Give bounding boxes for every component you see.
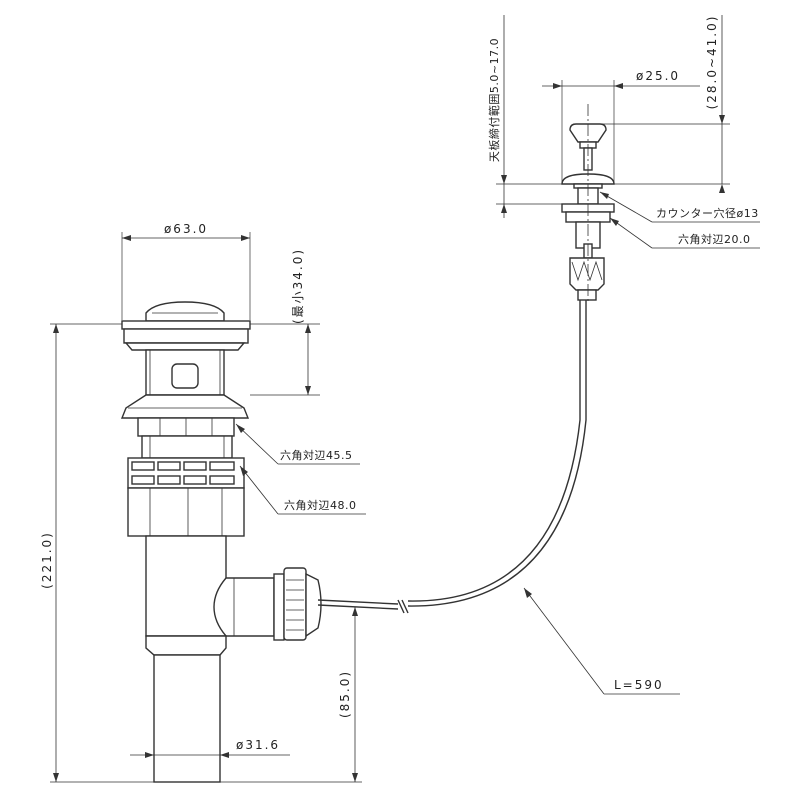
drain-top-dia-label: ø63.0	[164, 222, 208, 236]
leader-lines	[235, 191, 760, 695]
cable-length-label: L=590	[614, 678, 664, 692]
knob-height-label: (28.0~41.0)	[705, 15, 719, 110]
dimension-lines	[50, 15, 730, 783]
coupling	[127, 487, 245, 537]
side-outlet	[213, 577, 275, 637]
knob-dia-label: ø25.0	[636, 69, 680, 83]
outlet-height-label: (85.0)	[338, 670, 352, 718]
lock-nut-washer	[120, 394, 250, 419]
tailpiece	[153, 654, 221, 783]
cable	[317, 300, 587, 614]
counter-hole-label: カウンター穴径ø13	[656, 206, 759, 220]
cable-connector	[283, 567, 307, 641]
tail-dia-label: ø31.6	[236, 738, 280, 752]
dimension-labels: ø63.0 (最小34.0) (221.0) 六角対辺45.5 六角対辺48.0…	[40, 15, 759, 752]
drain-flange	[121, 320, 251, 330]
hex-45-label: 六角対辺45.5	[280, 448, 353, 462]
knob-knurled-fitting	[569, 257, 605, 291]
counter-range-label: 天板締付範囲5.0~17.0	[487, 38, 501, 162]
stopper-cap	[145, 301, 225, 322]
main-pipe	[145, 535, 227, 637]
hex-48-label: 六角対辺48.0	[284, 498, 357, 512]
min-height-label: (最小34.0)	[291, 248, 305, 324]
knob-hex-label: 六角対辺20.0	[678, 232, 751, 246]
hex-nut-48	[127, 457, 245, 489]
overall-height-label: (221.0)	[40, 531, 54, 589]
drain-assembly	[120, 301, 322, 783]
overflow-slot	[171, 363, 199, 389]
